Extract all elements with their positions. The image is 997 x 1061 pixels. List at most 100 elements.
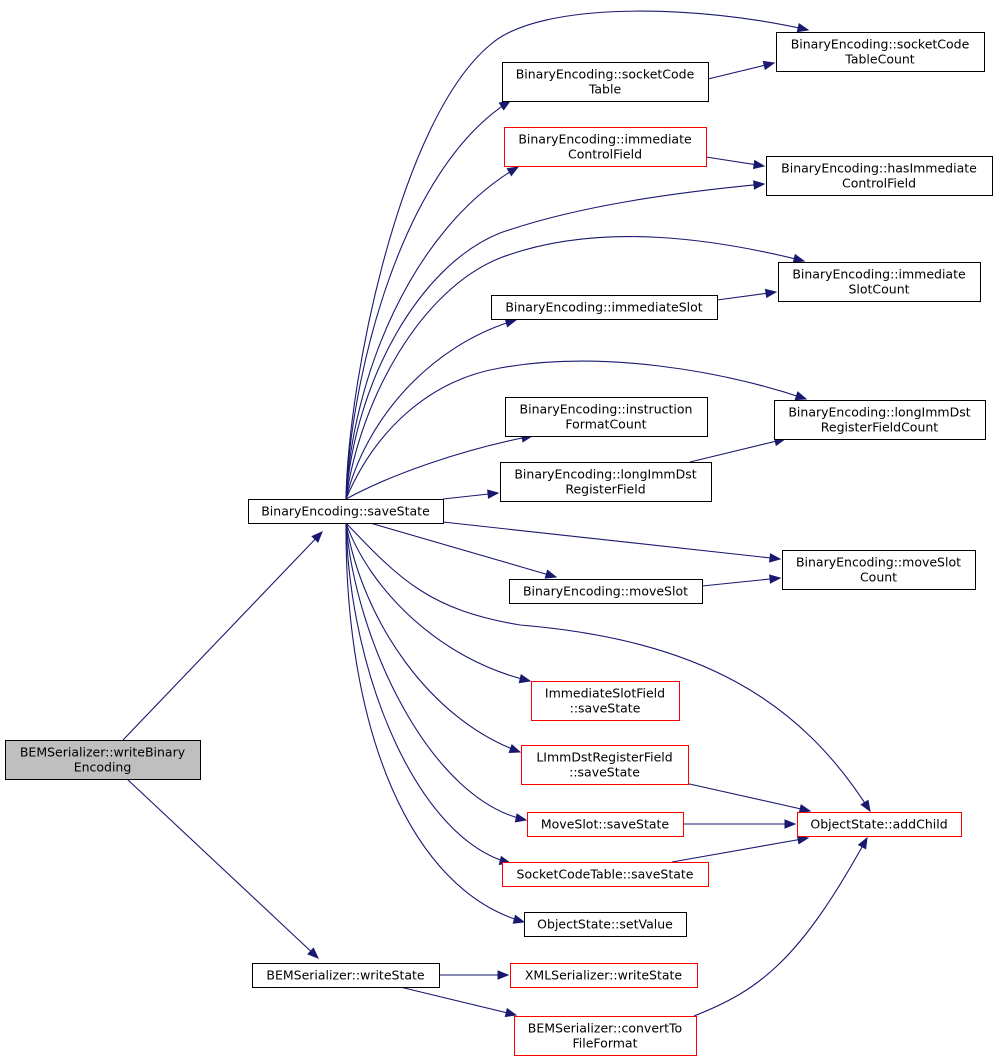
arrowhead-icon (497, 970, 510, 980)
node-object-state-add-child[interactable]: ObjectState::addChild (797, 812, 962, 837)
arrowhead-icon (508, 744, 522, 753)
node-label: ::saveState (570, 701, 641, 716)
edge-save_state-to-object_state_set_value (345, 522, 526, 924)
edge-convert_to_file_format-to-object_state_add_child (693, 836, 868, 1017)
node-label: BinaryEncoding::immediateSlot (505, 300, 702, 315)
arrowhead-icon (769, 574, 782, 584)
edge-save_state-to-long_imm_dst_register_field (442, 489, 500, 500)
arrowhead-icon (762, 60, 776, 71)
arrowhead-icon (769, 553, 782, 563)
node-label: ControlField (568, 147, 642, 162)
node-save-state[interactable]: BinaryEncoding::saveState (248, 499, 444, 524)
arrowhead-icon (792, 253, 806, 264)
arrowhead-icon (860, 799, 871, 813)
node-label: BinaryEncoding::immediate (792, 267, 966, 282)
edge-socket_code_table_save_state-to-object_state_add_child (671, 835, 810, 863)
node-label: ImmediateSlotField (545, 686, 665, 701)
edge-immediate_slot-to-immediate_slot_count (716, 288, 778, 301)
node-label: BinaryEncoding::socketCode (516, 67, 695, 82)
node-label: ObjectState::addChild (810, 817, 947, 832)
arrowhead-icon (512, 914, 526, 924)
edge-save_state-to-immediate_slot (345, 318, 518, 500)
arrowhead-icon (794, 391, 808, 401)
node-label: MoveSlot::saveState (541, 817, 670, 832)
edge-save_state-to-has_immediate_control_field (345, 180, 766, 500)
edge-write_binary_encoding-to-write_state_bem (126, 778, 319, 959)
node-immediate-slot[interactable]: BinaryEncoding::immediateSlot (491, 295, 718, 320)
arrowhead-icon (514, 813, 528, 823)
node-limm-dst-register-field-save-state[interactable]: LImmDstRegisterField::saveState (521, 745, 689, 785)
edge-write_binary_encoding-to-save_state (122, 531, 323, 741)
arrowhead-icon (504, 318, 518, 328)
edge-save_state-to-socket_code_table_count (345, 10, 810, 500)
node-label: TableCount (844, 52, 915, 67)
node-label: BinaryEncoding::longImmDst (514, 467, 696, 482)
node-label: RegisterField (565, 482, 645, 497)
node-move-slot[interactable]: BinaryEncoding::moveSlot (509, 579, 703, 604)
edge-save_state-to-long_imm_dst_register_field_count (345, 360, 808, 500)
node-object-state-set-value[interactable]: ObjectState::setValue (524, 912, 687, 937)
node-label: BEMSerializer::convertTo (528, 1021, 682, 1036)
edge-save_state-to-move_slot (369, 522, 558, 579)
node-long-imm-dst-register-field-count[interactable]: BinaryEncoding::longImmDstRegisterFieldC… (774, 400, 986, 440)
edge-save_state-to-move_slot_save_state (345, 522, 528, 823)
node-label: FormatCount (565, 417, 646, 432)
node-label: LImmDstRegisterField (536, 750, 672, 765)
node-label: RegisterFieldCount (821, 420, 939, 435)
node-write-state-bem[interactable]: BEMSerializer::writeState (252, 963, 440, 988)
arrowhead-icon (752, 159, 766, 170)
node-label: FileFormat (573, 1036, 638, 1051)
node-move-slot-save-state[interactable]: MoveSlot::saveState (527, 812, 684, 837)
node-label: XMLSerializer::writeState (525, 968, 683, 983)
edge-save_state-to-immediate_slot_field_save_state (345, 522, 532, 684)
node-label: BinaryEncoding::saveState (261, 504, 430, 519)
node-socket-code-table-save-state[interactable]: SocketCodeTable::saveState (502, 862, 709, 887)
node-label: BEMSerializer::writeBinary (20, 745, 186, 760)
arrowhead-icon (784, 819, 797, 829)
node-label: ObjectState::setValue (537, 917, 673, 932)
arrowhead-icon (764, 288, 778, 299)
node-label: BinaryEncoding::moveSlot (523, 584, 688, 599)
node-label: ::saveState (569, 765, 640, 780)
edge-save_state-to-socket_code_table (345, 100, 512, 500)
edge-move_slot-to-move_slot_count (701, 574, 782, 587)
edge-immediate_control_field-to-has_immediate_control_field (705, 156, 766, 170)
edge-save_state-to-object_state_add_child (345, 522, 871, 813)
node-label: BinaryEncoding::moveSlot (796, 555, 961, 570)
node-label: BEMSerializer::writeState (266, 968, 425, 983)
arrowhead-icon (796, 23, 810, 33)
node-label: Count (860, 570, 897, 585)
edge-write_state_bem-to-xml_serializer_write_state (439, 970, 510, 980)
node-label: BinaryEncoding::socketCode (791, 37, 970, 52)
edge-long_imm_dst_register_field-to-long_imm_dst_register_field_count (689, 436, 787, 463)
node-xml-serializer-write-state[interactable]: XMLSerializer::writeState (510, 963, 698, 988)
arrowhead-icon (544, 569, 558, 579)
arrowhead-icon (857, 836, 868, 850)
edge-limm_dst_register_field_save_state-to-object_state_add_child (684, 782, 812, 814)
edge-save_state-to-socket_code_table_save_state (345, 522, 512, 865)
node-immediate-slot-field-save-state[interactable]: ImmediateSlotField::saveState (531, 681, 680, 721)
node-label: BinaryEncoding::immediate (518, 132, 692, 147)
node-label: Encoding (74, 760, 132, 775)
node-label: SlotCount (848, 282, 909, 297)
edge-save_state-to-limm_dst_register_field_save_state (345, 522, 522, 753)
arrowhead-icon (504, 1007, 518, 1018)
arrowhead-icon (487, 489, 500, 499)
node-label: BinaryEncoding::longImmDst (788, 405, 970, 420)
edge-write_state_bem-to-convert_to_file_format (399, 986, 518, 1018)
arrowhead-icon (307, 947, 319, 959)
node-label: SocketCodeTable::saveState (517, 867, 694, 882)
edge-save_state-to-immediate_slot_count (345, 236, 806, 500)
edge-save_state-to-move_slot_count (442, 521, 782, 563)
